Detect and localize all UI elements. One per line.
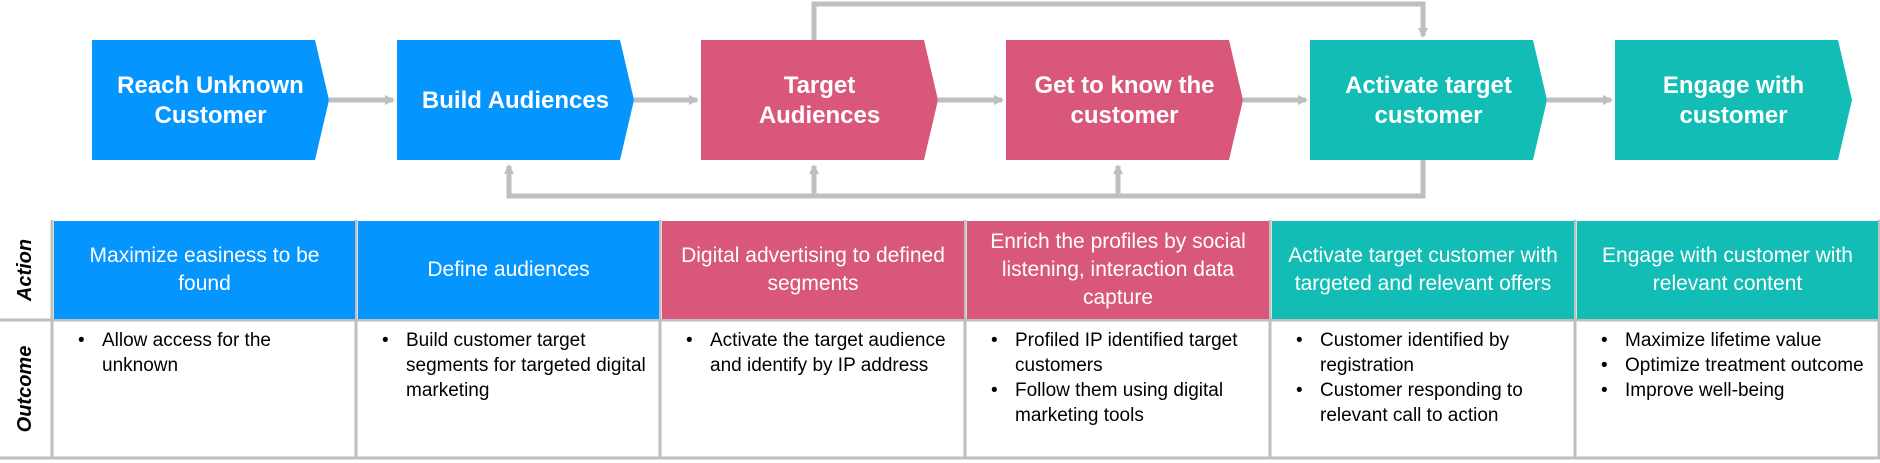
step-label: Audiences <box>759 102 880 129</box>
step-label: customer <box>1679 102 1787 129</box>
outcome-item: • Improve well-being <box>1601 378 1866 403</box>
outcome-item: • Customer responding to relevant call to… <box>1296 378 1562 428</box>
bullet-icon: • <box>1296 330 1303 351</box>
outcome-text: Customer responding to relevant call to … <box>1320 380 1523 426</box>
outcome-text: Allow access for the unknown <box>102 330 271 376</box>
step-label: Target <box>784 72 856 99</box>
bottom-feedback-connector <box>504 160 1426 199</box>
action-cell-1: Maximize easiness to be found <box>54 221 355 319</box>
outcome-text: Optimize treatment outcome <box>1625 355 1864 376</box>
table-grid <box>0 220 1880 460</box>
bullet-icon: • <box>1296 380 1303 401</box>
outcome-item: • Activate the target audience and identi… <box>686 328 952 378</box>
step-2: Build Audiences <box>397 40 634 160</box>
outcome-item: • Follow them using digital marketing too… <box>991 378 1257 428</box>
step-5: Activate target customer <box>1310 40 1547 160</box>
step-shape <box>1615 40 1852 160</box>
step-label: Engage with <box>1663 72 1804 99</box>
outcome-item: • Customer identified by registration <box>1296 328 1562 378</box>
row-label-action: Action <box>14 239 36 302</box>
outcome-list: • Activate the target audience and identi… <box>680 328 952 378</box>
action-cell-3: Digital advertising to defined segments <box>662 221 964 319</box>
outcome-item: • Allow access for the unknown <box>78 328 343 378</box>
step-shape <box>1310 40 1547 160</box>
outcome-item: • Profiled IP identified target customers <box>991 328 1257 378</box>
action-cell-6: Engage with customer with relevant conte… <box>1577 221 1878 319</box>
step-label: Activate target <box>1345 72 1512 99</box>
outcome-item: • Optimize treatment outcome <box>1601 353 1866 378</box>
step-shape <box>92 40 329 160</box>
outcome-text: Follow them using digital marketing tool… <box>1015 380 1224 426</box>
outcome-text: Activate the target audience and identif… <box>710 330 946 376</box>
outcome-cell-5: • Customer identified by registration • Cus… <box>1272 322 1574 456</box>
outcome-list: • Maximize lifetime value • Optimize treatm… <box>1595 328 1866 403</box>
bullet-icon: • <box>1601 355 1608 376</box>
outcome-cell-6: • Maximize lifetime value • Optimize treatm… <box>1577 322 1878 456</box>
step-6: Engage with customer <box>1615 40 1852 160</box>
step-label: Build Audiences <box>422 87 609 114</box>
outcome-list: • Build customer target segments for targ… <box>376 328 647 403</box>
action-cell-2: Define audiences <box>358 221 659 319</box>
bullet-icon: • <box>78 330 85 351</box>
step-label: customer <box>1374 102 1482 129</box>
step-shape <box>1006 40 1243 160</box>
bullet-icon: • <box>1601 330 1608 351</box>
step-label: Reach Unknown <box>117 72 304 99</box>
step-label: Customer <box>154 102 266 129</box>
outcome-cell-4: • Profiled IP identified target customers… <box>967 322 1269 456</box>
row-label-outcome: Outcome <box>14 346 36 433</box>
outcome-list: • Allow access for the unknown <box>72 328 343 378</box>
outcome-cell-2: • Build customer target segments for targ… <box>358 322 659 456</box>
step-4: Get to know the customer <box>1006 40 1243 160</box>
step-shape <box>701 40 938 160</box>
outcome-text: Maximize lifetime value <box>1625 330 1822 351</box>
outcome-item: • Build customer target segments for targ… <box>382 328 647 403</box>
outcome-text: Build customer target segments for targe… <box>406 330 646 401</box>
outcome-list: • Profiled IP identified target customers… <box>985 328 1257 428</box>
step-label: customer <box>1070 102 1178 129</box>
bullet-icon: • <box>991 380 998 401</box>
outcome-text: Profiled IP identified target customers <box>1015 330 1238 376</box>
outcome-text: Customer identified by registration <box>1320 330 1510 376</box>
bullet-icon: • <box>1601 380 1608 401</box>
outcome-text: Improve well-being <box>1625 380 1785 401</box>
bullet-icon: • <box>991 330 998 351</box>
action-cell-5: Activate target customer with targeted a… <box>1272 221 1574 319</box>
top-loop-connector <box>811 1 1428 40</box>
step-shape <box>397 40 634 160</box>
outcome-cell-3: • Activate the target audience and identi… <box>662 322 964 456</box>
outcome-cell-1: • Allow access for the unknown <box>54 322 355 456</box>
bullet-icon: • <box>382 330 389 351</box>
step-label: Get to know the <box>1035 72 1215 99</box>
outcome-item: • Maximize lifetime value <box>1601 328 1866 353</box>
connectors <box>329 1 1613 199</box>
bullet-icon: • <box>686 330 693 351</box>
outcome-list: • Customer identified by registration • Cus… <box>1290 328 1562 428</box>
action-cell-4: Enrich the profiles by social listening,… <box>967 221 1269 319</box>
